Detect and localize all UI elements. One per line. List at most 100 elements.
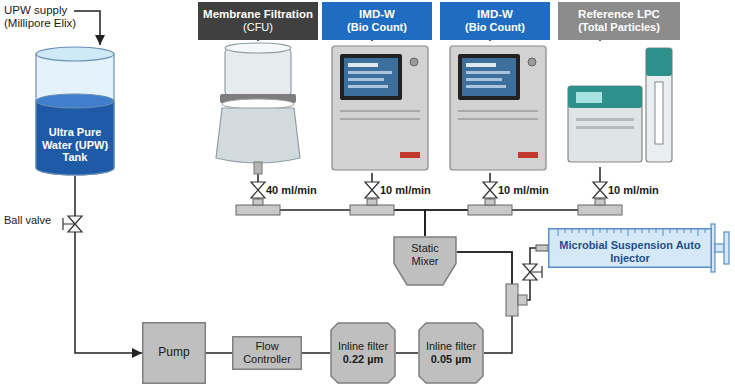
injection-tee bbox=[506, 284, 518, 316]
lpc-instrument bbox=[576, 92, 602, 103]
instrument-backdrop bbox=[205, 41, 681, 173]
instrument-header: Membrane Filtration(CFU) bbox=[198, 2, 318, 40]
box-outline bbox=[143, 323, 206, 384]
scale-tick bbox=[635, 229, 636, 233]
injector-valve bbox=[523, 264, 542, 280]
node-text: Inline filter bbox=[426, 340, 476, 353]
scale-tick bbox=[691, 229, 692, 233]
scale-tick bbox=[558, 229, 559, 236]
scale-tick bbox=[656, 229, 657, 233]
filtration-funnel bbox=[216, 108, 300, 163]
imd-instrument bbox=[340, 54, 402, 100]
pipe-tee bbox=[367, 199, 377, 205]
node-text: Inline filter bbox=[338, 340, 388, 353]
flow-controller-box: Flow Controller bbox=[232, 336, 302, 370]
ball-valve bbox=[63, 218, 75, 230]
scale-tick bbox=[607, 229, 608, 233]
tank-top bbox=[36, 47, 114, 61]
imd-instrument bbox=[332, 46, 428, 170]
node-text: (Bio Count) bbox=[465, 21, 525, 34]
scale-tick bbox=[649, 229, 650, 233]
imd-instrument bbox=[332, 46, 428, 170]
pipe-tee bbox=[236, 199, 622, 215]
injection-tee bbox=[506, 284, 527, 316]
scale-tick bbox=[579, 229, 580, 233]
imd-instrument bbox=[450, 46, 546, 170]
supply-arrow bbox=[74, 11, 100, 45]
inline-filter: Inline filter0.22 µm bbox=[330, 322, 396, 384]
scale-tick bbox=[698, 229, 699, 236]
inline-filter: Inline filter0.05 µm bbox=[418, 322, 484, 384]
water-surface bbox=[36, 94, 114, 108]
pipe-connector bbox=[396, 352, 418, 354]
instrument-backdrop bbox=[205, 41, 313, 169]
node-text: 0.05 µm bbox=[431, 353, 472, 366]
scale-tick bbox=[642, 229, 643, 233]
filtration-funnel bbox=[216, 43, 300, 174]
scale-tick bbox=[600, 229, 601, 233]
scale-tick bbox=[614, 229, 615, 233]
lpc-instrument bbox=[568, 86, 642, 108]
flow-rate: 40 ml/min bbox=[266, 184, 317, 197]
syringe-parts bbox=[536, 245, 548, 251]
lpc-instrument bbox=[568, 48, 672, 162]
tank-body bbox=[36, 54, 114, 175]
tank-water bbox=[36, 101, 114, 175]
needle-valve bbox=[593, 182, 607, 198]
imd-instrument bbox=[344, 58, 398, 96]
node-text: Static Mixer bbox=[401, 242, 449, 267]
supply-label: UPW supply (Millipore Elix) bbox=[4, 4, 96, 30]
node-text: (Bio Count) bbox=[347, 21, 407, 34]
pipe-tee bbox=[236, 205, 280, 215]
pipe-tee bbox=[468, 205, 512, 215]
scale-tick bbox=[586, 229, 587, 233]
pipe-connector bbox=[457, 248, 548, 300]
injector-valve bbox=[530, 266, 542, 278]
needle-valve bbox=[251, 182, 607, 198]
node-text: Flow Controller bbox=[236, 340, 298, 365]
ball-valve bbox=[63, 216, 82, 232]
syringe-parts bbox=[715, 244, 724, 252]
filtration-funnel bbox=[225, 43, 291, 53]
instrument-backdrop bbox=[329, 41, 431, 173]
needle-valve bbox=[365, 182, 379, 198]
pipe-connector bbox=[75, 176, 142, 353]
node-text: IMD-W bbox=[477, 8, 513, 21]
imd-instrument bbox=[348, 85, 388, 88]
syringe-parts bbox=[536, 224, 729, 272]
instrument-backdrop bbox=[561, 41, 681, 167]
lpc-instrument bbox=[655, 82, 663, 144]
filtration-funnel bbox=[225, 47, 291, 97]
pipe-tee bbox=[595, 199, 605, 205]
injection-tee bbox=[518, 295, 527, 305]
instrument-backdrop bbox=[447, 41, 549, 173]
scale-tick bbox=[705, 229, 706, 233]
pipe-tee bbox=[253, 199, 263, 205]
lpc-instrument bbox=[568, 86, 642, 162]
flow-rate: 10 ml/min bbox=[498, 184, 549, 197]
valve-label: Ball valve bbox=[4, 214, 51, 227]
pump-box: Pump bbox=[142, 322, 206, 384]
lpc-instrument bbox=[576, 126, 634, 129]
scale-tick bbox=[628, 229, 629, 236]
needle-valve bbox=[251, 182, 265, 198]
pipe-tee bbox=[350, 205, 394, 215]
scale-tick bbox=[677, 229, 678, 233]
box-outline bbox=[233, 337, 302, 370]
needle-valve bbox=[483, 182, 497, 198]
lpc-instrument bbox=[646, 48, 672, 76]
scale-tick bbox=[670, 229, 671, 233]
node-text: Membrane Filtration bbox=[203, 8, 313, 21]
scale-tick bbox=[565, 229, 566, 233]
imd-instrument bbox=[340, 110, 420, 112]
syringe-barrel bbox=[549, 229, 712, 268]
imd-instrument bbox=[340, 118, 420, 120]
node-text: Microbial Suspension Auto Injector bbox=[554, 239, 706, 264]
scale-tick bbox=[572, 229, 573, 233]
instrument-header: IMD-W(Bio Count) bbox=[440, 2, 550, 40]
instrument-header: Reference LPC(Total Particles) bbox=[558, 2, 680, 40]
node-text: (Total Particles) bbox=[578, 21, 660, 34]
lpc-instrument bbox=[646, 48, 672, 162]
flow-rate: 10 ml/min bbox=[608, 184, 659, 197]
node-text: Ultra Pure Water (UPW) Tank bbox=[39, 126, 111, 164]
